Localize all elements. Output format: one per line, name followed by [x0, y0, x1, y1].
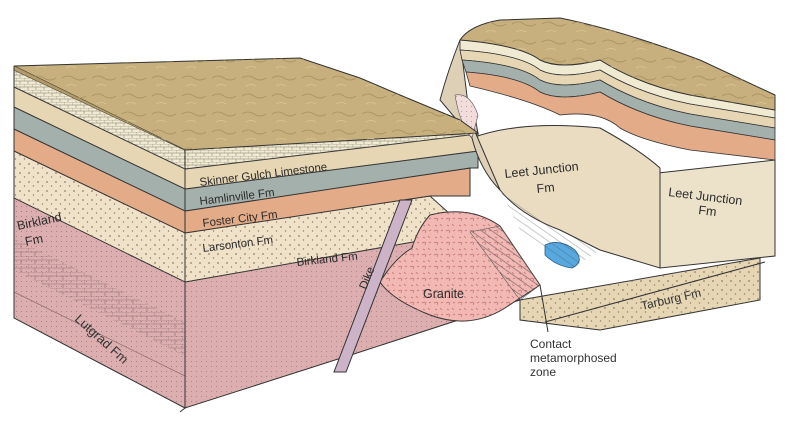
label-leet-right-2: Fm	[698, 203, 718, 219]
label-contact-2: metamorphosed	[530, 351, 617, 365]
dike-body	[333, 199, 413, 373]
label-birkland-left-2: Fm	[24, 231, 45, 248]
right-block	[439, 17, 776, 331]
label-granite: Granite	[423, 287, 464, 301]
label-contact-3: zone	[530, 365, 556, 379]
front-left-face	[13, 69, 186, 409]
leader-lines	[13, 66, 766, 413]
label-contact-1: Contact	[530, 337, 572, 351]
label-leet-mid-2: Fm	[536, 180, 555, 196]
top-surface	[13, 57, 480, 151]
